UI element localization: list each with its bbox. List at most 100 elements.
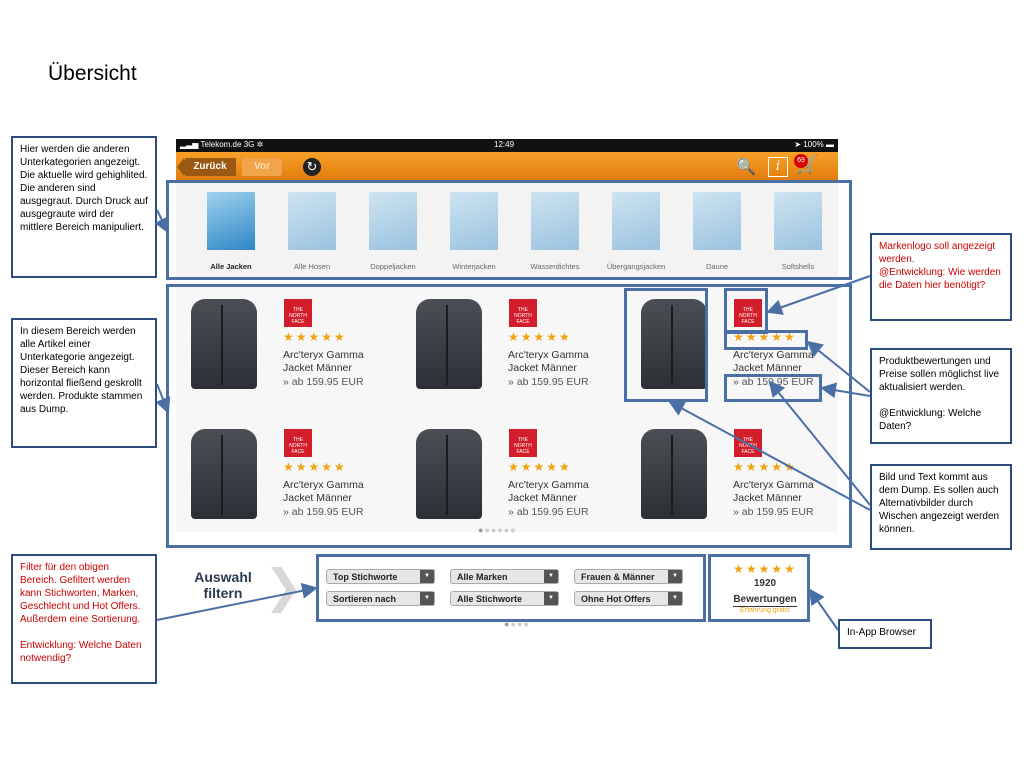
review-subtext: Erfahrung gratis <box>740 607 790 614</box>
filter-dropdown-label: Ohne Hot Offers <box>581 594 651 604</box>
subcategory-item[interactable]: Softshells <box>763 192 833 271</box>
pager-dot[interactable]: ● <box>510 619 517 629</box>
product-name: Arc'teryx Gamma Jacket Männer <box>283 479 364 504</box>
pager-dot[interactable]: ● <box>497 525 504 535</box>
filter-dropdown[interactable]: Top Stichworte▼ <box>326 569 435 584</box>
product-image[interactable] <box>641 429 707 519</box>
filter-dropdown-label: Alle Marken <box>457 572 508 582</box>
filter-dropdown[interactable]: Ohne Hot Offers ▼ <box>574 591 683 606</box>
filter-pager-dots[interactable]: ●●●● <box>504 619 530 629</box>
arrow-browser <box>808 588 839 631</box>
subcategory-thumbnail <box>612 192 660 250</box>
note-articles-text: In diesem Bereich werden alle Artikel ei… <box>20 326 143 415</box>
subcategory-item[interactable]: Alle Jacken <box>196 192 266 271</box>
product-price: » ab 159.95 EUR <box>733 506 814 518</box>
pager-dot[interactable]: ● <box>490 525 498 535</box>
arrow-filter <box>156 582 318 621</box>
brand-logo: THE NORTH FACE <box>734 299 762 327</box>
note-subcategories-text: Hier werden die anderen Unterkategorien … <box>20 144 148 233</box>
note-subcategories: Hier werden die anderen Unterkategorien … <box>11 136 157 278</box>
pager-dot[interactable]: ● <box>478 525 485 535</box>
product-card[interactable]: THE NORTH FACE★★★★★Arc'teryx Gamma Jacke… <box>401 287 621 397</box>
product-pager-dots[interactable]: ●●●●●● <box>478 525 517 535</box>
pager-dot[interactable]: ● <box>516 619 524 629</box>
product-image[interactable] <box>641 299 707 389</box>
search-icon[interactable]: 🔍 <box>736 159 756 176</box>
brand-logo: THE NORTH FACE <box>509 429 537 457</box>
subcategory-label: Übergangsjacken <box>606 262 666 271</box>
note-browser-text: In-App Browser <box>847 627 916 638</box>
signal-icon: ▂▃▅ <box>180 140 199 149</box>
pager-dot[interactable]: ● <box>503 525 511 535</box>
subcategory-item[interactable]: Daune <box>682 192 752 271</box>
product-card[interactable]: THE NORTH FACE★★★★★Arc'teryx Gamma Jacke… <box>626 417 846 527</box>
subcategory-thumbnail <box>207 192 255 250</box>
forward-button[interactable]: Vor <box>242 158 282 176</box>
carrier: Telekom.de <box>200 140 242 149</box>
arrow-brand-logo <box>766 275 871 315</box>
filter-label-line2: filtern <box>203 585 243 601</box>
note-ratings: Produktbewertungen und Preise sollen mög… <box>870 348 1012 444</box>
filter-dropdown-label: Top Stichworte <box>333 572 398 582</box>
product-name: Arc'teryx Gamma Jacket Männer <box>733 349 814 374</box>
subcategory-item[interactable]: Winterjacken <box>439 192 509 271</box>
product-card[interactable]: THE NORTH FACE★★★★★Arc'teryx Gamma Jacke… <box>176 287 396 397</box>
note-brand-logo-text: Markenlogo soll angezeigt werden. @Entwi… <box>879 241 1001 291</box>
app-screen: ▂▃▅ Telekom.de 3G ✲ 12:49 ➤ 100% ▬ Zurüc… <box>176 139 838 631</box>
product-card[interactable]: THE NORTH FACE★★★★★Arc'teryx Gamma Jacke… <box>176 417 396 527</box>
product-image[interactable] <box>416 429 482 519</box>
subcategory-label: Doppeljacken <box>370 262 416 271</box>
note-filter-text: Filter für den obigen Bereich. Gefiltert… <box>20 562 142 664</box>
product-rating-stars: ★★★★★ <box>283 330 347 344</box>
info-icon[interactable]: i <box>768 157 788 177</box>
subcategory-label: Softshells <box>781 262 815 271</box>
product-card[interactable]: THE NORTH FACE★★★★★Arc'teryx Gamma Jacke… <box>626 287 846 397</box>
subcategory-item[interactable]: Übergangsjacken <box>601 192 671 271</box>
product-name: Arc'teryx Gamma Jacket Männer <box>733 479 814 504</box>
subcategory-thumbnail <box>774 192 822 250</box>
highlight-ratings <box>724 330 808 350</box>
back-button[interactable]: Zurück <box>177 158 236 176</box>
filter-dropdown[interactable]: Alle Stichworte▼ <box>450 591 559 606</box>
brand-logo: THE NORTH FACE <box>284 299 312 327</box>
filter-dropdown[interactable]: Sortieren nach▼ <box>326 591 435 606</box>
subcategory-thumbnail <box>531 192 579 250</box>
subcategory-label: Winterjacken <box>452 262 496 271</box>
status-bar: ▂▃▅ Telekom.de 3G ✲ 12:49 ➤ 100% ▬ <box>176 139 838 152</box>
note-browser: In-App Browser <box>838 619 932 649</box>
pager-dot[interactable]: ● <box>510 525 517 535</box>
highlight-product-image <box>624 288 708 402</box>
subcategory-item[interactable]: Doppeljacken <box>358 192 428 271</box>
product-grid: THE NORTH FACE ★★★★★ Arc'teryx Gamma Jacke… <box>176 287 838 532</box>
note-articles: In diesem Bereich werden alle Artikel ei… <box>11 318 157 448</box>
arrow-image <box>668 401 871 511</box>
pager-dot[interactable]: ● <box>484 525 491 535</box>
chevron-down-icon: ▼ <box>544 592 558 605</box>
pager-dot[interactable]: ● <box>523 619 530 629</box>
chevron-down-icon: ▼ <box>544 570 558 583</box>
highlight-products <box>166 284 852 548</box>
product-image[interactable] <box>191 299 257 389</box>
filter-dropdown-label: Frauen & Männer <box>581 572 655 582</box>
product-rating-stars: ★★★★★ <box>508 460 572 474</box>
review-count: 1920 <box>753 578 777 589</box>
reviews-badge[interactable]: ★★★★★ 1920 Bewertungen Erfahrung gratis <box>725 562 805 614</box>
filter-dropdown[interactable]: Alle Marken ▼ <box>450 569 559 584</box>
network: 3G <box>243 140 255 149</box>
chevron-down-icon: ▼ <box>668 592 682 605</box>
subcategory-thumbnail <box>693 192 741 250</box>
note-image-text: Bild und Text kommt aus dem Dump. Es sol… <box>870 464 1012 550</box>
filter-dropdown-label: Sortieren nach <box>333 594 397 604</box>
filter-dropdown[interactable]: Frauen & Männer▼ <box>574 569 683 584</box>
refresh-icon[interactable]: ↻ <box>303 158 321 176</box>
subcategory-item[interactable]: Wasserdichtes <box>520 192 590 271</box>
review-stars: ★★★★★ <box>733 562 797 576</box>
subcategory-item[interactable]: Alle Hosen <box>277 192 347 271</box>
pager-dot[interactable]: ● <box>504 619 511 629</box>
product-price: » ab 159.95 EUR <box>283 506 364 518</box>
product-card[interactable]: THE NORTH FACE★★★★★Arc'teryx Gamma Jacke… <box>401 417 621 527</box>
subcategory-label: Daune <box>705 262 729 271</box>
product-image[interactable] <box>191 429 257 519</box>
product-image[interactable] <box>416 299 482 389</box>
